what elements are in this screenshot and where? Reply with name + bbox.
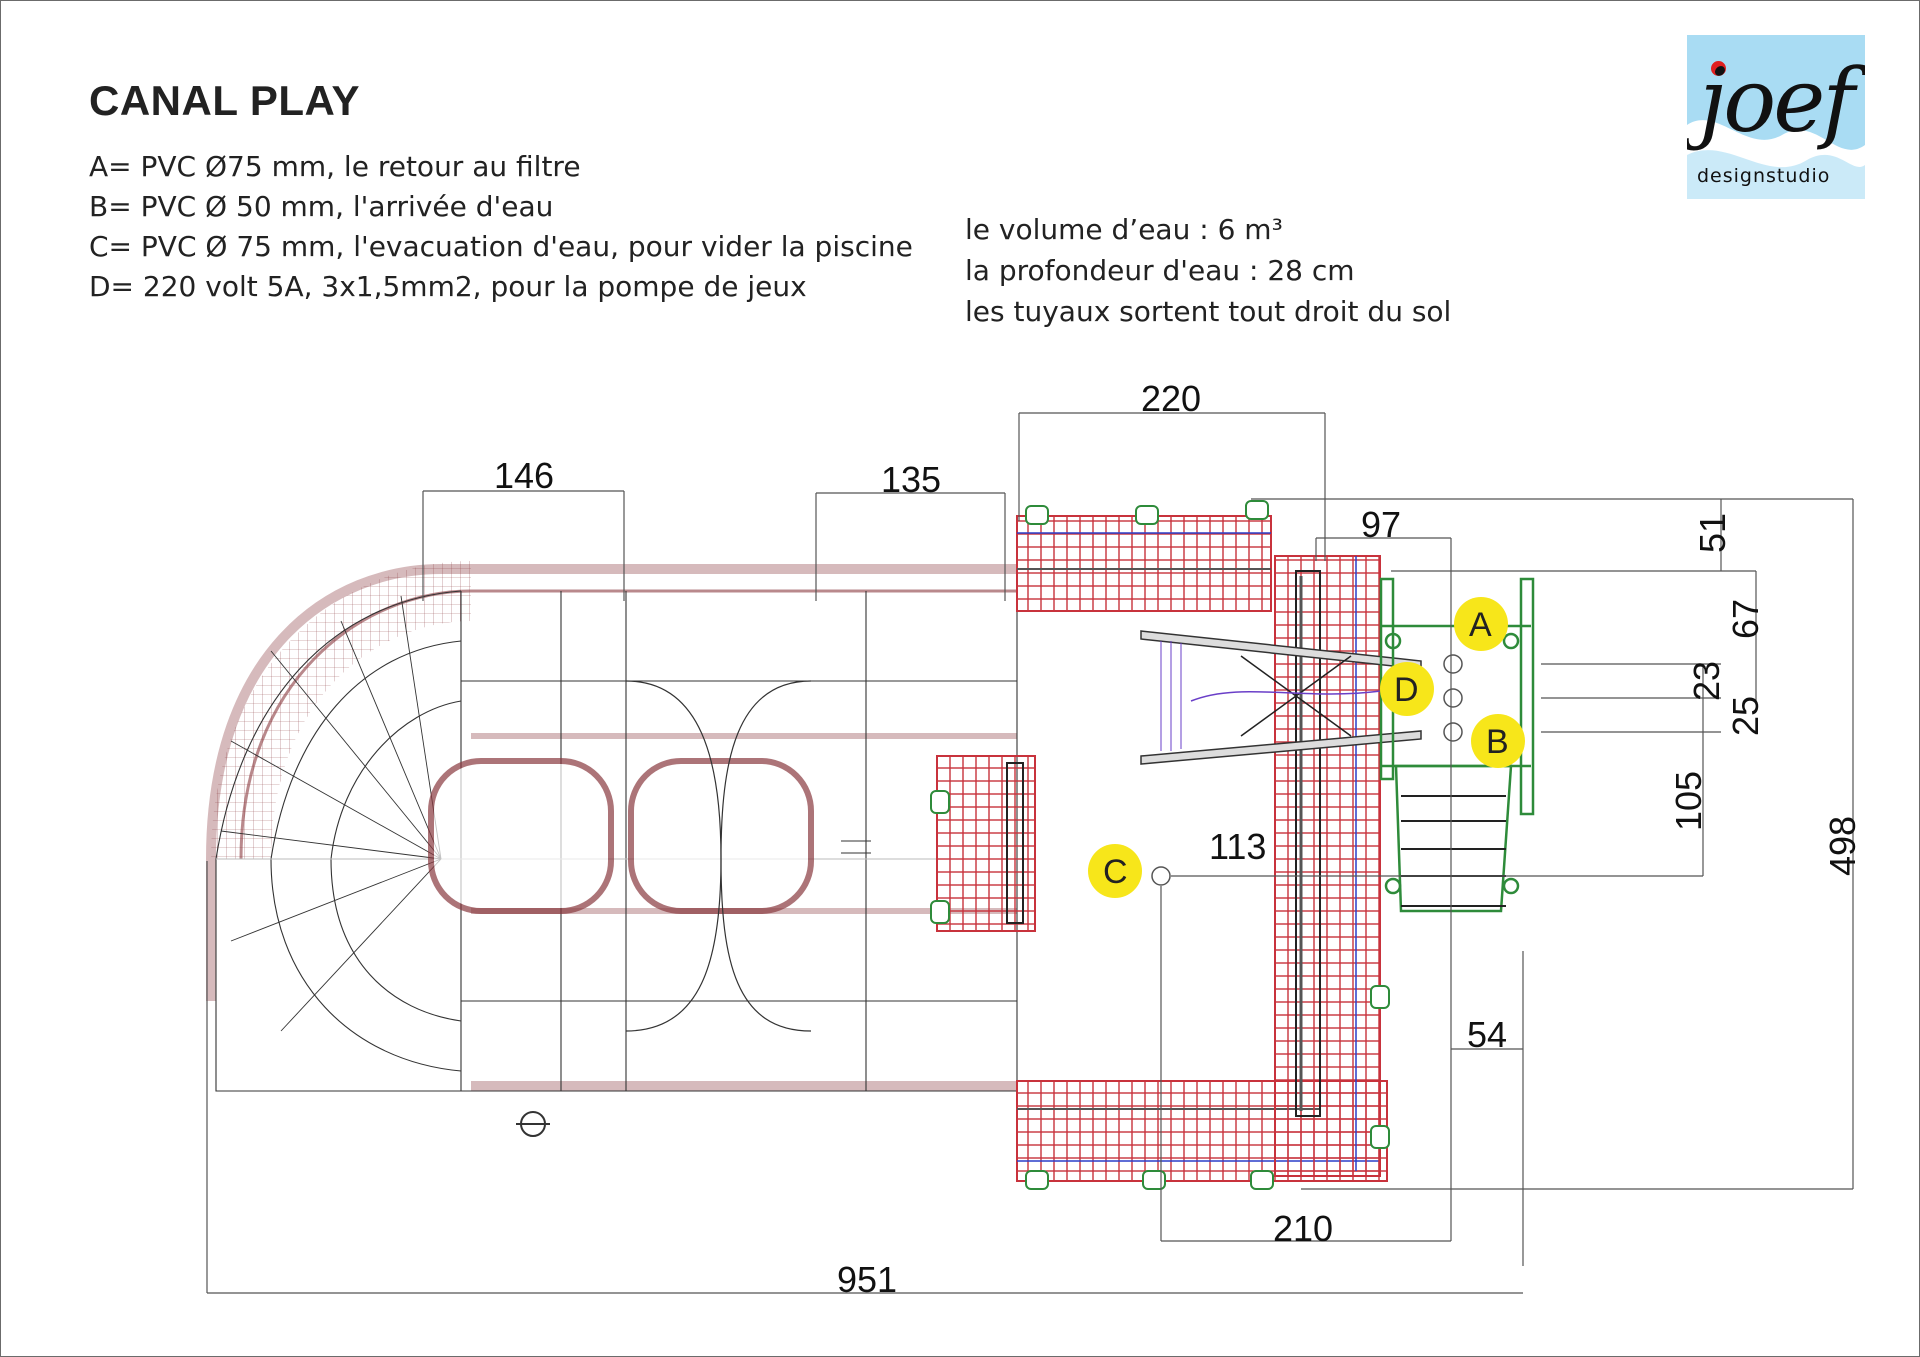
marker-a: A — [1454, 597, 1508, 651]
marker-c: C — [1088, 844, 1142, 898]
note-pipes: les tuyaux sortent tout droit du sol — [965, 295, 1452, 328]
dim-25: 25 — [1725, 696, 1766, 736]
note-depth: la profondeur d'eau : 28 cm — [965, 254, 1355, 287]
dim-67: 67 — [1725, 599, 1766, 639]
dim-105: 105 — [1668, 771, 1709, 831]
dim-54: 54 — [1467, 1014, 1507, 1055]
dim-220: 220 — [1141, 378, 1201, 419]
logo-subtitle: designstudio — [1697, 165, 1831, 187]
legend-item-a: A= PVC Ø75 mm, le retour au filtre — [89, 150, 581, 183]
legend-item-b: B= PVC Ø 50 mm, l'arrivée d'eau — [89, 190, 554, 223]
dimension-lines — [206, 412, 1854, 1294]
marker-a-label: A — [1469, 606, 1492, 644]
marker-d: D — [1380, 662, 1434, 716]
page-title: CANAL PLAY — [89, 77, 361, 124]
dim-146: 146 — [494, 455, 554, 496]
dim-210: 210 — [1273, 1208, 1333, 1249]
slide — [1140, 630, 1422, 765]
pool-notes: le volume d’eau : 6 m³ la profondeur d'e… — [965, 209, 1451, 332]
canal-rim — [206, 561, 1018, 1137]
pipe-holes — [1151, 654, 1463, 886]
dim-97: 97 — [1361, 504, 1401, 545]
marker-c-label: C — [1103, 853, 1128, 891]
dim-498: 498 — [1822, 816, 1863, 876]
anchor-posts — [930, 500, 1390, 1190]
joef-logo: joef designstudio — [1687, 35, 1865, 199]
logo-wordmark: joef — [1699, 49, 1855, 152]
stairs — [1401, 795, 1506, 907]
dim-23: 23 — [1686, 661, 1727, 701]
marker-d-label: D — [1394, 671, 1419, 709]
logo-wave — [1687, 120, 1865, 199]
dim-51: 51 — [1692, 513, 1733, 553]
note-volume: le volume d’eau : 6 m³ — [965, 213, 1283, 246]
dim-113: 113 — [1209, 826, 1266, 867]
deck-top — [1016, 515, 1272, 612]
marker-b: B — [1471, 714, 1525, 768]
dim-135: 135 — [881, 459, 941, 500]
dim-951: 951 — [837, 1259, 897, 1300]
logo-red-dot — [1711, 61, 1726, 76]
legend-item-c: C= PVC Ø 75 mm, l'evacuation d'eau, pour… — [89, 230, 913, 263]
deck-bridge — [936, 755, 1036, 932]
legend-item-d: D= 220 volt 5A, 3x1,5mm2, pour la pompe … — [89, 270, 807, 303]
pipe-legend: A= PVC Ø75 mm, le retour au filtre B= PV… — [89, 147, 913, 307]
marker-b-label: B — [1486, 723, 1509, 761]
